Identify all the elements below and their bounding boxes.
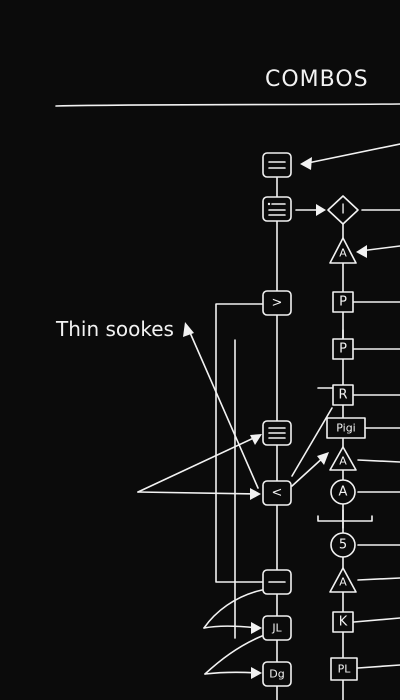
arrow-head-4 — [317, 452, 329, 465]
conn-r12 — [357, 664, 400, 669]
node-jl-label: JL — [271, 622, 282, 635]
conn-r10 — [357, 577, 400, 581]
conn-r11 — [353, 617, 400, 623]
arrow-in-1 — [302, 143, 400, 165]
node-r: R — [332, 384, 354, 406]
node-p-2-label: P — [339, 342, 347, 357]
arrow-head-3 — [356, 245, 367, 258]
node-triangle-a-low: A — [329, 567, 357, 593]
node-jl: JL — [262, 615, 292, 641]
node-triangle-a-mid: A — [329, 446, 357, 471]
diagram-title: COMBOS — [265, 67, 369, 92]
title-underline — [55, 103, 400, 107]
node-less-than: < — [262, 480, 292, 506]
node-less-than-label: < — [272, 486, 283, 501]
node-circle-5: 5 — [330, 532, 356, 558]
arrow-head-1 — [300, 157, 312, 170]
node-dg: Dg — [262, 661, 292, 687]
arrow-head-2 — [316, 204, 326, 216]
curve-arrow-2 — [204, 635, 263, 675]
curve-arrow-1b — [203, 625, 259, 629]
arrow-lt-up2 — [291, 407, 333, 477]
node-pl-label: PL — [338, 663, 352, 676]
node-circle-5-label: 5 — [339, 538, 347, 553]
curve-head-1 — [251, 622, 262, 634]
left-bracket-line — [215, 303, 263, 583]
conn-r7 — [357, 459, 400, 463]
node-k: K — [332, 611, 354, 633]
node-pigi: Pigi — [326, 417, 366, 439]
curve-arrow-1 — [203, 589, 263, 629]
node-triangle-a-top: A — [329, 237, 357, 264]
node-dg-label: Dg — [269, 668, 284, 681]
node-p-1: P — [332, 291, 354, 313]
curve-head-2 — [251, 667, 262, 679]
annotation-text: Thin sookes — [55, 317, 174, 341]
curve-arrow-2b — [204, 671, 259, 675]
node-circle-a-label: A — [339, 485, 348, 500]
node-k-label: K — [339, 615, 348, 630]
node-pigi-label: Pigi — [336, 422, 356, 435]
node-greater-than: > — [262, 290, 292, 316]
annot-arrow-up — [187, 327, 259, 489]
node-triangle-a-mid-label: A — [339, 455, 347, 468]
annot-head-b — [250, 488, 261, 500]
node-p-2: P — [332, 338, 354, 360]
node-dash — [262, 569, 292, 595]
node-menu-top — [262, 152, 292, 178]
small-bracket — [317, 515, 373, 522]
node-triangle-a-top-label: A — [339, 247, 347, 260]
node-pl: PL — [330, 657, 358, 681]
node-diamond-label: I — [341, 203, 345, 218]
node-diamond: I — [327, 195, 359, 225]
annot-head-up — [183, 322, 194, 337]
node-menu-mid — [262, 420, 292, 446]
node-list — [262, 196, 292, 222]
node-triangle-a-low-label: A — [339, 576, 347, 589]
annot-arrow-b — [137, 491, 257, 495]
annot-head-a — [250, 434, 262, 445]
node-r-label: R — [338, 388, 347, 403]
node-greater-than-label: > — [272, 296, 283, 311]
annot-arrow-a — [137, 435, 259, 493]
node-p-1-label: P — [339, 295, 347, 310]
node-circle-a: A — [330, 479, 356, 505]
